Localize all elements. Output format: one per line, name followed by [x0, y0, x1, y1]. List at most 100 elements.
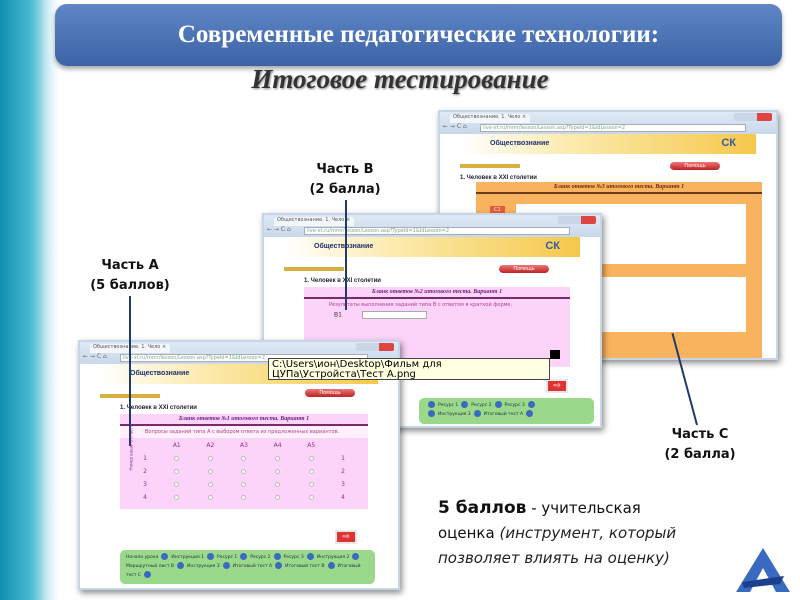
nav-link[interactable]: Начало урока [126, 555, 159, 560]
part-a-label: Часть А(5 баллов) [90, 258, 170, 293]
answer-radio[interactable] [174, 456, 180, 461]
nav-link[interactable]: Итоговый тест А [232, 564, 273, 569]
address-bar: live-xt.ru/mmr/lesson/Lesson.asp?TypeId=… [480, 124, 746, 132]
play-icon[interactable] [306, 553, 314, 560]
item-label: В1 [334, 311, 342, 319]
play-icon[interactable] [352, 553, 360, 560]
nav-link[interactable]: Ресурс 1 [217, 555, 238, 560]
answer-radio[interactable] [207, 482, 213, 487]
answer-radio[interactable] [174, 469, 180, 474]
answer-radio[interactable] [308, 482, 314, 487]
file-path-tooltip: C:\Users\ион\Desktop\Фильм для ЦУПа\Устр… [268, 358, 550, 380]
answer-radio[interactable] [207, 495, 213, 500]
pointer-line-a [129, 296, 131, 446]
grid-corner [328, 442, 358, 449]
play-icon[interactable] [161, 553, 169, 560]
slide-title: Современные педагогические технологии: [55, 4, 782, 66]
answer-radio[interactable] [207, 456, 213, 461]
question-title: 1. Человек в XXI столетии [120, 405, 197, 411]
part-b-label: Часть В(2 балла) [309, 162, 381, 197]
screenshot-part-a: Обществознание. 1. Чело ×← → C ⌂live-xt.… [78, 340, 400, 590]
answer-radio[interactable] [174, 495, 180, 500]
play-icon[interactable] [144, 571, 152, 578]
next-arrow-button: ⇨ [546, 379, 568, 393]
progress-bar [460, 164, 520, 168]
answer-form-a: Бланк ответов №1 итогового теста. Вариан… [120, 414, 368, 509]
column-header: А2 [206, 442, 215, 449]
answer-radio[interactable] [308, 469, 314, 474]
answer-radio[interactable] [308, 456, 314, 461]
grid-corner [130, 442, 160, 449]
answer-radio[interactable] [241, 482, 247, 487]
answer-radio[interactable] [207, 469, 213, 474]
answer-input [361, 311, 427, 319]
address-bar: live-xt.ru/mmr/lesson/Lesson.asp?TypeId=… [304, 227, 570, 235]
nav-buttons: ← → C ⌂ [267, 226, 291, 233]
play-icon[interactable] [275, 562, 283, 569]
answer-radio[interactable] [275, 495, 281, 500]
left-decoration-fade [40, 0, 70, 600]
row-label: 2 [341, 468, 345, 475]
row-label: 4 [143, 494, 147, 501]
row-label: 4 [341, 494, 345, 501]
nav-link[interactable]: Инструкция 2 [316, 555, 350, 560]
play-icon[interactable] [240, 553, 248, 560]
column-header: А5 [307, 442, 316, 449]
question-title: 1. Человек в XXI столетии [460, 175, 537, 181]
nav-link[interactable]: Инструкция 3 [187, 564, 220, 569]
nav-buttons: ← → C ⌂ [443, 123, 467, 130]
answer-radio[interactable] [241, 456, 247, 461]
play-icon[interactable] [327, 562, 335, 569]
play-icon[interactable] [273, 553, 281, 560]
question-title: 1. Человек в XXI столетии [304, 278, 381, 284]
answer-radio[interactable] [275, 456, 281, 461]
nav-link[interactable]: Итоговый тест В [285, 564, 325, 569]
form-header: Бланк ответов №3 итогового теста. Вариан… [476, 182, 762, 194]
site-title: Обществознание [130, 370, 190, 377]
nav-link[interactable]: Ресурс 3 [283, 555, 304, 560]
form-header: Бланк ответов №2 итогового теста. Вариан… [304, 287, 570, 299]
column-header: А1 [172, 442, 181, 449]
play-icon[interactable] [222, 562, 230, 569]
part-c-label: Часть С(2 балла) [664, 427, 736, 462]
lesson-nav-panel: Начало урока Инструкция 1 Ресурс 1 Ресурс 2… [120, 550, 375, 584]
nav-link[interactable]: Маршрутный лист В [126, 564, 175, 569]
browser-chrome: Обществознание. 1. Чело ×← → C ⌂ live-xt.… [440, 112, 776, 134]
answer-radio[interactable] [275, 469, 281, 474]
help-button: Помощь [305, 389, 355, 397]
browser-tab: Обществознание. 1. Чело × [450, 114, 530, 123]
screenshot-part-c: Обществознание. 1. Чело ×← → C ⌂ live-xt.… [438, 110, 778, 360]
answer-radio[interactable] [275, 482, 281, 487]
row-label: 3 [341, 481, 345, 488]
nav-link[interactable]: Инструкция 1 [171, 555, 205, 560]
side-label: Номер вашего ответа [128, 424, 134, 471]
browser-chrome: Обществознание. 1. Чело ×← → C ⌂ live-xt.… [264, 215, 600, 237]
help-button: Помощь [499, 265, 549, 273]
column-header: А3 [240, 442, 248, 449]
form-instructions: Вопросы заданий типа А с выбором ответа … [120, 426, 368, 438]
nav-link[interactable]: Итоговый тест С [126, 564, 361, 578]
slide-subtitle: Итоговое тестирование [251, 64, 549, 94]
column-header: А4 [273, 442, 282, 449]
answer-radio[interactable] [308, 495, 314, 500]
play-icon[interactable] [207, 553, 215, 560]
window-controls [558, 216, 596, 224]
brand-logo-icon [736, 548, 790, 592]
site-logo: СК [721, 137, 736, 149]
pointer-line-b [345, 200, 347, 310]
nav-link[interactable]: Ресурс 2 [250, 555, 271, 560]
item-label: С1 [490, 206, 505, 214]
play-icon[interactable] [177, 562, 185, 569]
window-controls [356, 343, 394, 351]
browser-tab: Обществознание. 1. Чело × [274, 217, 354, 226]
row-label: 2 [143, 468, 147, 475]
next-arrow-button: ⇨ [335, 530, 357, 544]
answer-radio[interactable] [241, 469, 247, 474]
answer-radio[interactable] [241, 495, 247, 500]
help-button: Помощь [670, 162, 720, 170]
form-header: Бланк ответов №1 итогового теста. Вариан… [120, 414, 368, 426]
answer-radio[interactable] [174, 482, 180, 487]
